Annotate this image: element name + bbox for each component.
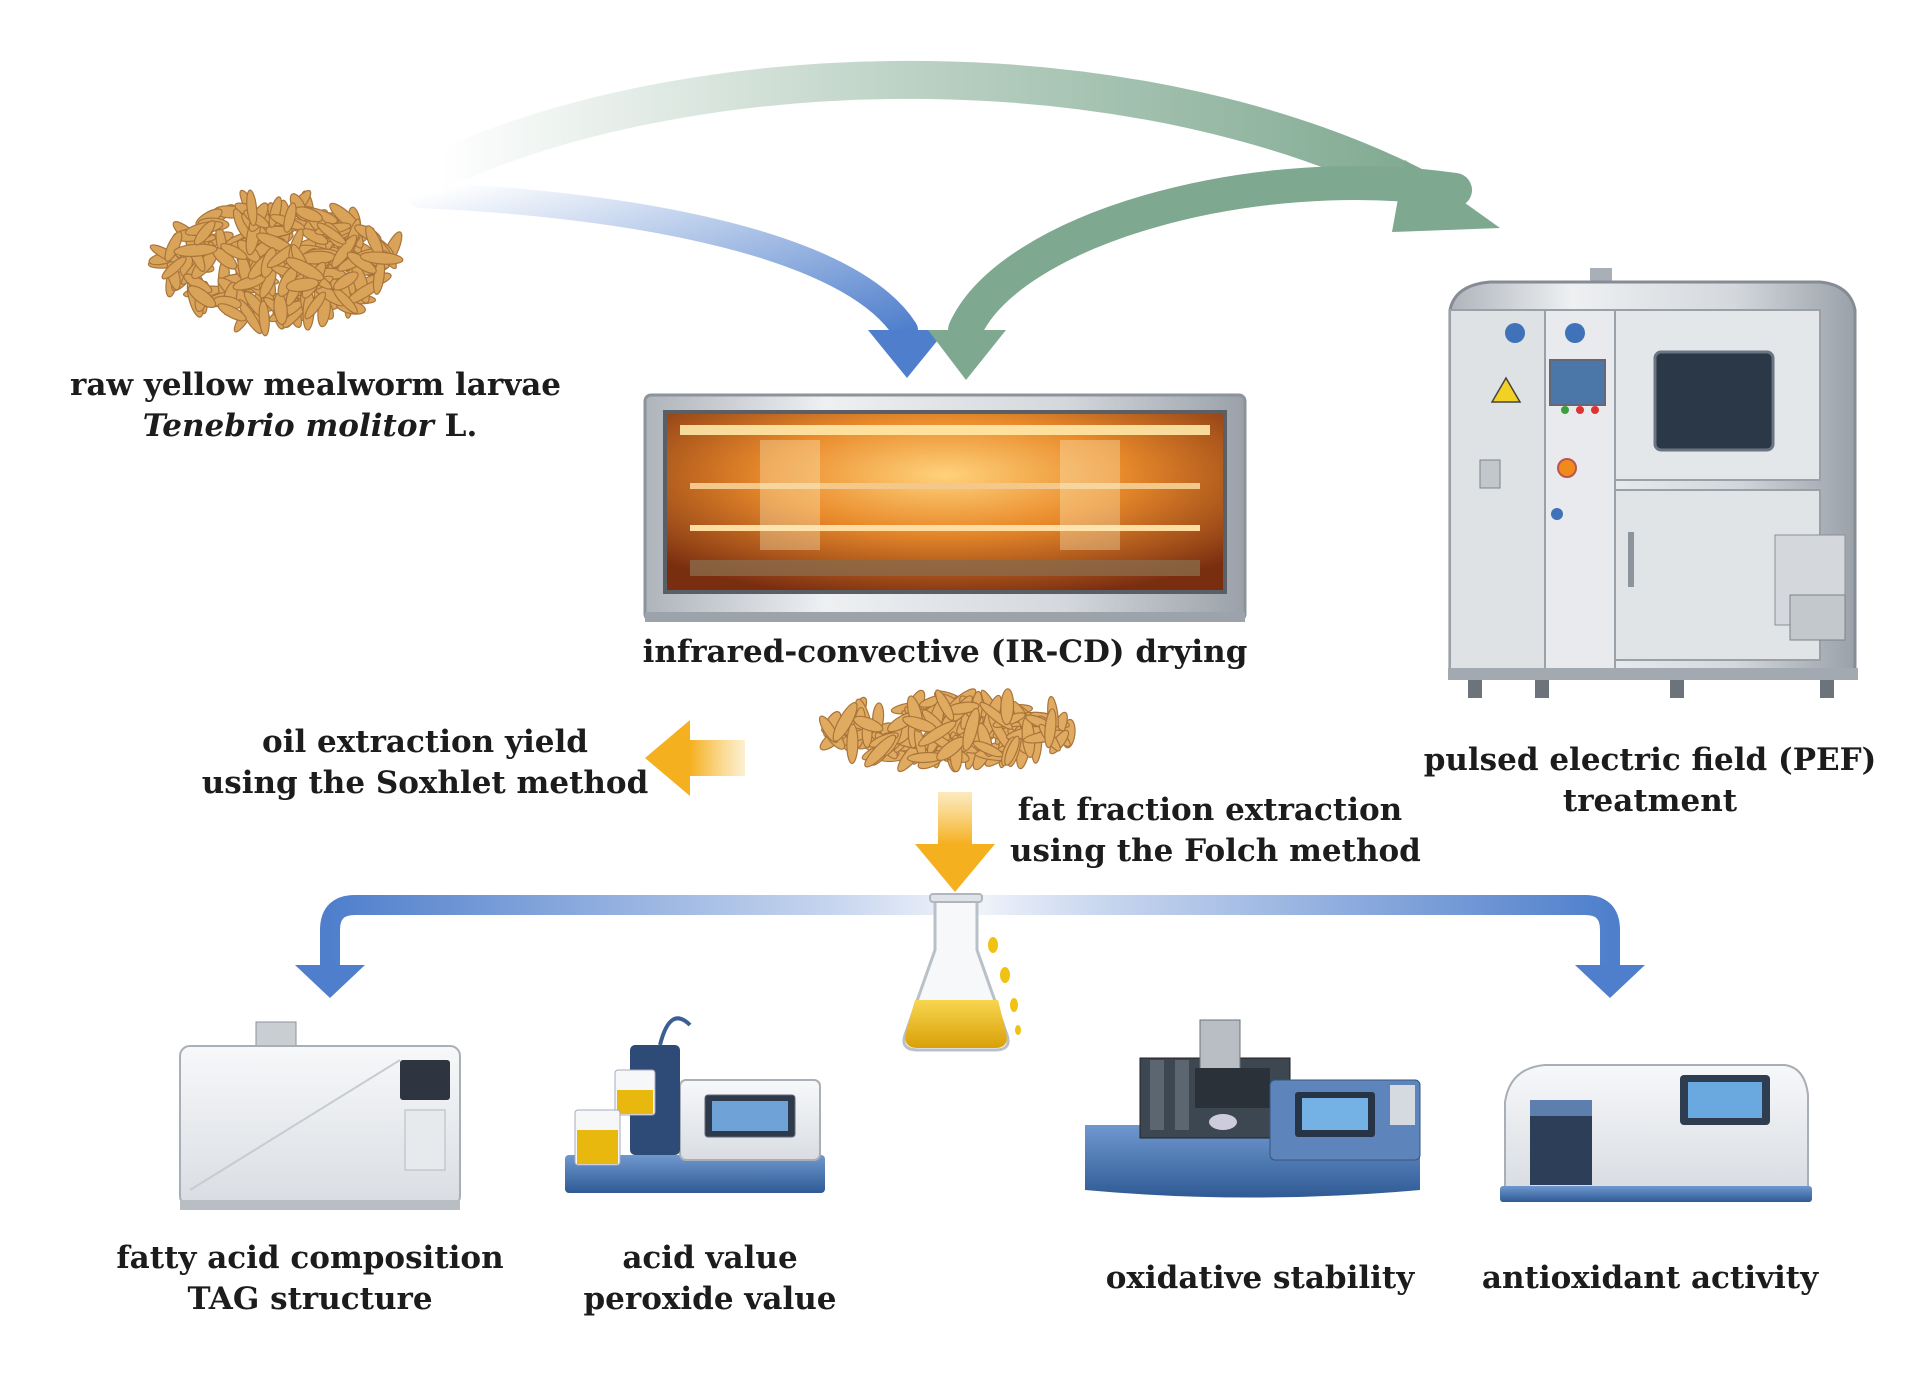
arrow-pef-to-drying bbox=[928, 166, 1472, 380]
raw-material-label: raw yellow mealworm larvae Tenebrio moli… bbox=[70, 365, 562, 447]
larva bbox=[161, 256, 187, 280]
larva bbox=[962, 707, 980, 752]
analysis-fatty-acid-line1: fatty acid composition bbox=[116, 1240, 504, 1276]
larva bbox=[917, 720, 957, 747]
larva bbox=[359, 251, 404, 265]
gc-instrument-image bbox=[179, 1021, 461, 1210]
rancimat-instrument-image bbox=[1085, 1019, 1421, 1198]
pef-equipment-image bbox=[1448, 268, 1858, 698]
species-name: Tenebrio molitor bbox=[142, 408, 434, 444]
larva bbox=[193, 220, 216, 246]
arrow-to-soxhlet bbox=[645, 720, 745, 796]
arrow-raw-to-drying bbox=[407, 182, 946, 378]
raw-material-line1: raw yellow mealworm larvae bbox=[70, 367, 562, 403]
larva bbox=[285, 277, 320, 293]
larva bbox=[316, 222, 347, 245]
soxhlet-line2: using the Soxhlet method bbox=[201, 765, 649, 801]
species-authority: L. bbox=[433, 408, 478, 444]
larva bbox=[332, 271, 359, 291]
pef-line1: pulsed electric field (PEF) bbox=[1423, 742, 1877, 778]
analysis-acid-value-label: acid value peroxide value bbox=[545, 1238, 875, 1320]
spectrophotometer-image bbox=[1500, 1064, 1812, 1202]
larva bbox=[864, 734, 897, 768]
titrator-image bbox=[565, 1016, 825, 1193]
larva bbox=[187, 285, 217, 309]
larva bbox=[934, 689, 955, 721]
pef-line2: treatment bbox=[1562, 783, 1738, 819]
analysis-oxidative-stability-label: oxidative stability bbox=[1105, 1260, 1415, 1296]
larva bbox=[246, 189, 258, 227]
analysis-acid-value-line1: acid value bbox=[622, 1240, 798, 1276]
larva bbox=[832, 701, 858, 742]
soxhlet-line1: oil extraction yield bbox=[262, 724, 588, 760]
folch-line1: fat fraction extraction bbox=[1017, 792, 1403, 828]
analysis-fatty-acid-line2: TAG structure bbox=[187, 1281, 433, 1317]
soxhlet-label: oil extraction yield using the Soxhlet m… bbox=[200, 722, 650, 804]
ir-cd-dryer-image bbox=[643, 393, 1247, 622]
arrow-to-folch bbox=[915, 792, 995, 892]
larva bbox=[283, 202, 297, 233]
drying-label: infrared-convective (IR-CD) drying bbox=[642, 634, 1248, 670]
analysis-fatty-acid-label: fatty acid composition TAG structure bbox=[110, 1238, 510, 1320]
larva bbox=[972, 740, 1004, 758]
larva bbox=[1004, 735, 1020, 766]
folch-label: fat fraction extraction using the Folch … bbox=[1010, 790, 1421, 872]
dried-larvae-pile bbox=[818, 688, 1076, 773]
larva bbox=[1044, 708, 1057, 749]
pef-label: pulsed electric field (PEF) treatment bbox=[1420, 740, 1880, 822]
folch-line2: using the Folch method bbox=[1010, 833, 1421, 869]
larva bbox=[1000, 688, 1015, 726]
analysis-acid-value-line2: peroxide value bbox=[583, 1281, 837, 1317]
larva bbox=[285, 257, 325, 281]
oil-flask-image bbox=[902, 893, 1021, 1052]
analysis-antioxidant-activity-label: antioxidant activity bbox=[1481, 1260, 1819, 1296]
larva bbox=[846, 723, 859, 764]
larva bbox=[304, 291, 327, 320]
larva bbox=[220, 243, 248, 260]
raw-material-line2: Tenebrio molitor L. bbox=[70, 406, 550, 447]
raw-larvae-pile bbox=[147, 189, 404, 337]
larva bbox=[258, 300, 270, 337]
larva bbox=[217, 303, 247, 322]
